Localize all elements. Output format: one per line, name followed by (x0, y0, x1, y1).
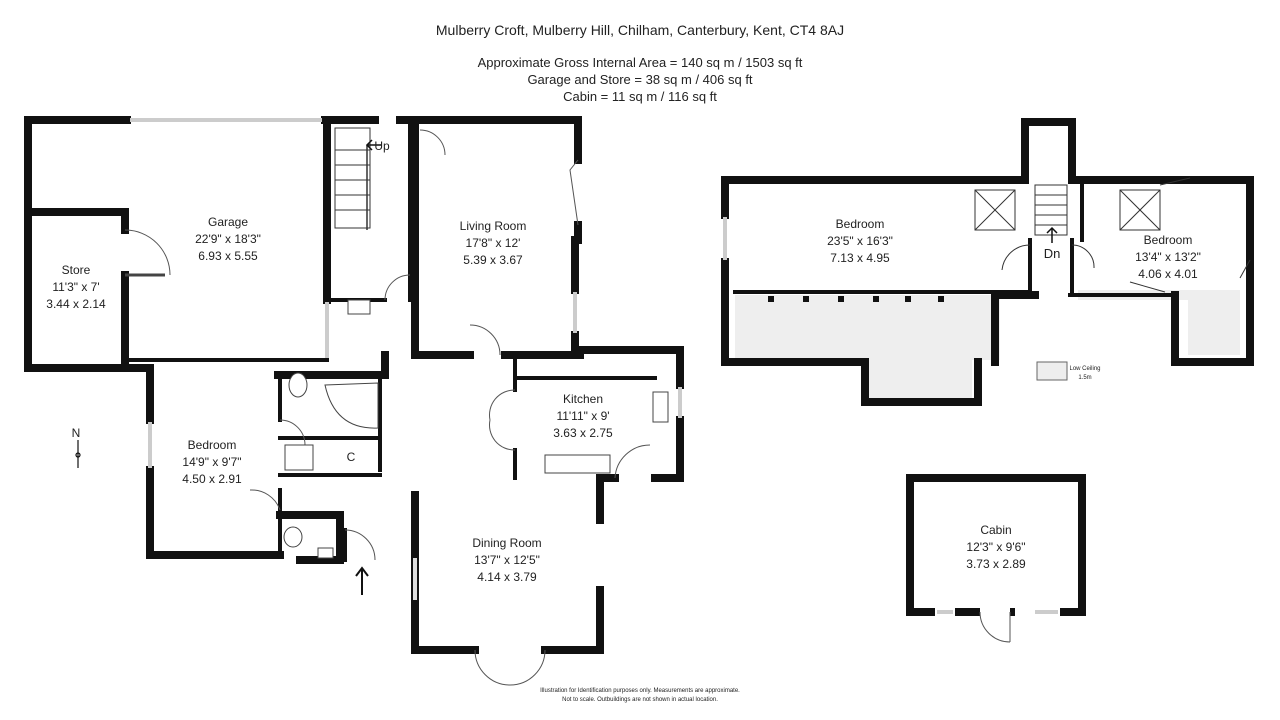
room-imperial: 11'3" x 7' (52, 280, 99, 294)
up-label: Up (374, 139, 390, 153)
room-metric: 3.63 x 2.75 (553, 426, 613, 440)
low-ceiling-legend: Low Ceiling 1.5m (1069, 366, 1100, 381)
room-name: Bedroom (836, 217, 885, 231)
room-living: Living Room 17'8" x 12' 5.39 x 3.67 (460, 219, 527, 267)
legend-height: 1.5m (1078, 375, 1091, 381)
legend-label: Low Ceiling (1069, 366, 1100, 372)
low-ceiling-area (735, 295, 1000, 398)
first-floor-walls (721, 118, 1254, 406)
windows (130, 118, 682, 468)
room-name: Living Room (460, 219, 527, 233)
staircase (334, 127, 371, 230)
up-arrow-icon (365, 139, 382, 151)
room-imperial: 22'9" x 18'3" (195, 232, 261, 246)
room-imperial: 12'3" x 9'6" (966, 540, 1025, 554)
room-metric: 7.13 x 4.95 (830, 251, 890, 265)
room-name: Dining Room (472, 536, 541, 550)
room-metric: 3.44 x 2.14 (46, 297, 106, 311)
room-dining: Dining Room 13'7" x 12'5" 4.14 x 3.79 (472, 536, 541, 584)
down-arrow-icon (1046, 226, 1058, 243)
cupboard-label: C (347, 450, 356, 464)
room-cabin: Cabin 12'3" x 9'6" 3.73 x 2.89 (966, 523, 1026, 571)
low-ceiling-area-right (1078, 290, 1240, 355)
room-bedroom-first-2: Bedroom 13'4" x 13'2" 4.06 x 4.01 (1135, 233, 1201, 281)
room-imperial: 17'8" x 12' (466, 236, 521, 250)
room-metric: 6.93 x 5.55 (198, 249, 258, 263)
entrance-arrow-icon (355, 566, 369, 595)
bathroom-fixtures (283, 299, 669, 559)
room-bedroom-ground: Bedroom 14'9" x 9'7" 4.50 x 2.91 (182, 438, 242, 486)
ground-floor-walls (24, 116, 684, 654)
room-imperial: 13'4" x 13'2" (1135, 250, 1201, 264)
disclaimer-line-2: Not to scale. Outbuildings are not shown… (562, 697, 718, 703)
down-label: Dn (1044, 246, 1061, 261)
room-bedroom-first-1: Bedroom 23'5" x 16'3" 7.13 x 4.95 (827, 217, 893, 265)
cabin-area: Cabin = 11 sq m / 116 sq ft (563, 89, 717, 104)
room-name: Store (62, 263, 91, 277)
room-imperial: 23'5" x 16'3" (827, 234, 893, 248)
north-arrow-icon (75, 440, 81, 468)
room-name: Garage (208, 215, 248, 229)
room-imperial: 11'11" x 9' (556, 409, 609, 423)
room-metric: 3.73 x 2.89 (966, 557, 1026, 571)
beams (768, 296, 944, 302)
room-metric: 5.39 x 3.67 (463, 253, 523, 267)
garage-area: Garage and Store = 38 sq m / 406 sq ft (527, 72, 753, 87)
gross-area: Approximate Gross Internal Area = 140 sq… (477, 55, 803, 70)
room-imperial: 13'7" x 12'5" (474, 553, 540, 567)
room-name: Bedroom (1144, 233, 1193, 247)
disclaimer-line-1: Illustration for Identification purposes… (540, 688, 740, 694)
room-metric: 4.14 x 3.79 (477, 570, 537, 584)
room-metric: 4.50 x 2.91 (182, 472, 242, 486)
first-floor-details (723, 177, 1251, 381)
north-label: N (72, 426, 81, 440)
cabin-walls (906, 474, 1086, 643)
room-metric: 4.06 x 4.01 (1138, 267, 1198, 281)
door-swings (124, 129, 651, 686)
room-imperial: 14'9" x 9'7" (182, 455, 241, 469)
room-kitchen: Kitchen 11'11" x 9' 3.63 x 2.75 (553, 392, 613, 440)
property-address: Mulberry Croft, Mulberry Hill, Chilham, … (435, 22, 845, 38)
room-name: Bedroom (188, 438, 237, 452)
room-name: Cabin (980, 523, 1011, 537)
room-name: Kitchen (563, 392, 603, 406)
room-store: Store 11'3" x 7' 3.44 x 2.14 (46, 263, 106, 311)
room-garage: Garage 22'9" x 18'3" 6.93 x 5.55 (195, 215, 261, 263)
